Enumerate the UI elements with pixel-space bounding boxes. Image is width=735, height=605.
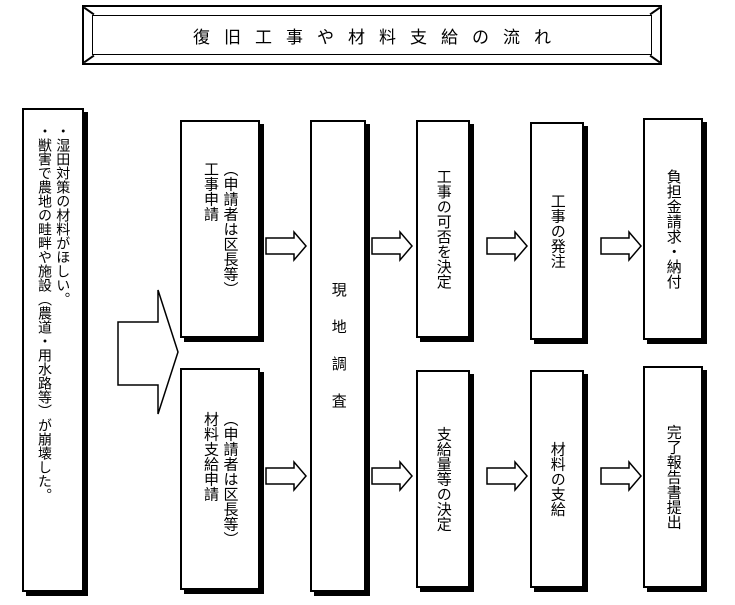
construction-application-text: （申請者は区長等） 工事申請 bbox=[201, 162, 240, 297]
decide-construction-text: 工事の可否を決定 bbox=[434, 169, 453, 289]
material-application-box: （申請者は区長等） 材料支給申請 bbox=[180, 368, 260, 590]
site-survey-text: 現地調査 bbox=[329, 282, 348, 430]
arrow-bottom-2 bbox=[371, 459, 413, 493]
arrow-top-1 bbox=[265, 229, 307, 263]
completion-report-box: 完了報告書提出 bbox=[643, 366, 703, 588]
arrow-top-2 bbox=[371, 229, 413, 263]
trigger-line-2: ・獣害で農地の畦畔や施設（農道・用水路等）が崩壊した。 bbox=[36, 124, 52, 502]
decide-supply-text: 支給量等の決定 bbox=[434, 426, 453, 532]
trigger-text: ・湿田対策の材料がほしい。 ・獣害で農地の畦畔や施設（農道・用水路等）が崩壊した… bbox=[35, 124, 71, 502]
decide-supply-box: 支給量等の決定 bbox=[416, 370, 470, 588]
arrow-bottom-3 bbox=[486, 459, 528, 493]
title-frame: 復旧工事や材料支給の流れ bbox=[82, 5, 662, 65]
site-survey-box: 現地調査 bbox=[310, 120, 366, 592]
big-arrow bbox=[117, 289, 179, 415]
material-supply-text: 材料の支給 bbox=[548, 441, 567, 517]
material-application-text: （申請者は区長等） 材料支給申請 bbox=[201, 412, 240, 547]
arrow-top-3 bbox=[486, 229, 528, 263]
construction-applicant-note: （申請者は区長等） bbox=[221, 161, 240, 297]
arrow-bottom-4 bbox=[600, 459, 642, 493]
diagram-title: 復旧工事や材料支給の流れ bbox=[193, 27, 565, 48]
trigger-box: ・湿田対策の材料がほしい。 ・獣害で農地の畦畔や施設（農道・用水路等）が崩壊した… bbox=[22, 108, 84, 592]
construction-application-label: 工事申請 bbox=[202, 161, 220, 222]
construction-application-box: （申請者は区長等） 工事申請 bbox=[180, 120, 260, 338]
material-application-label: 材料支給申請 bbox=[202, 411, 220, 502]
arrow-bottom-1 bbox=[265, 459, 307, 493]
order-construction-text: 工事の発注 bbox=[548, 193, 567, 269]
trigger-line-1: ・湿田対策の材料がほしい。 bbox=[54, 124, 71, 306]
payment-box: 負担金請求・納付 bbox=[643, 118, 703, 340]
order-construction-box: 工事の発注 bbox=[530, 122, 584, 340]
material-applicant-note: （申請者は区長等） bbox=[221, 411, 240, 547]
title-inner-border bbox=[92, 15, 652, 55]
material-supply-box: 材料の支給 bbox=[530, 370, 584, 588]
completion-report-text: 完了報告書提出 bbox=[664, 424, 683, 530]
decide-construction-box: 工事の可否を決定 bbox=[416, 120, 470, 338]
arrow-top-4 bbox=[600, 229, 642, 263]
payment-text: 負担金請求・納付 bbox=[664, 169, 683, 289]
